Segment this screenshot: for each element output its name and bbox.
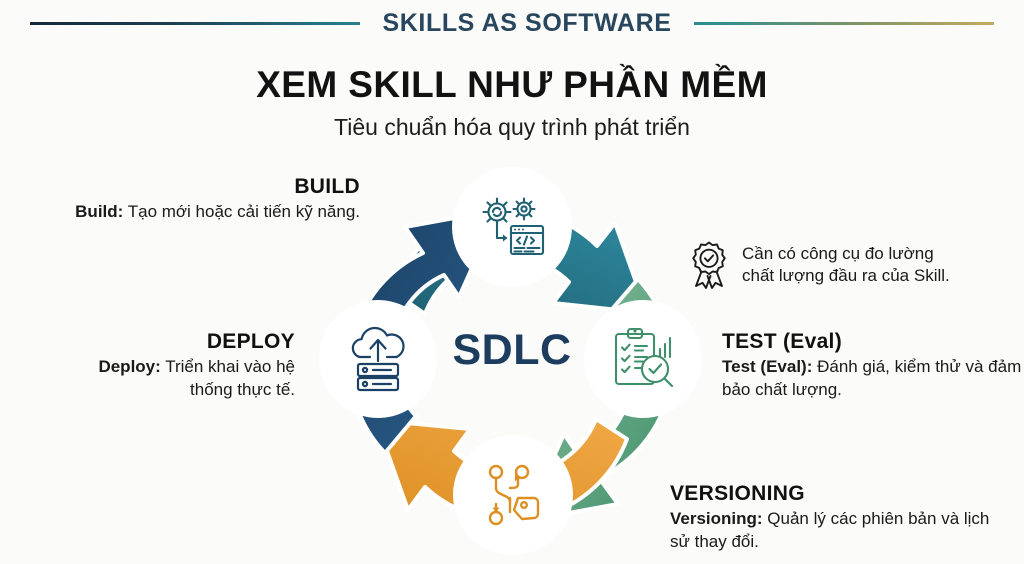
eyebrow-title: SKILLS AS SOFTWARE (382, 8, 672, 37)
stage-body-rest-deploy: Triển khai vào hệ thống thực tế. (160, 357, 295, 399)
stage-heading-test: TEST (Eval) (722, 330, 842, 353)
header-rule-left (30, 21, 361, 25)
stage-body-rest-versioning: Quản lý các phiên bản và lịch sử thay đổ… (670, 509, 990, 551)
award-badge-check-icon (686, 240, 732, 295)
stage-body-lead-test: Test (Eval): (722, 357, 813, 376)
page-title: XEM SKILL NHƯ PHẦN MỀM (256, 64, 768, 105)
measurement-note-text: Cần có công cụ đo lường chất lượng đầu r… (742, 240, 950, 288)
header-band: SKILLS AS SOFTWARE (0, 6, 1024, 40)
page-subtitle: Tiêu chuẩn hóa quy trình phát triển (334, 114, 690, 140)
measurement-note-line1: Cần có công cụ đo lường (742, 244, 934, 263)
sdlc-cycle-diagram: SDLC (297, 163, 727, 564)
stage-text-test: TEST (Eval) Test (Eval): Đánh giá, kiểm … (722, 330, 1022, 401)
stage-body-lead-versioning: Versioning: (670, 509, 763, 528)
stage-body-rest-build: Tạo mới hoặc cải tiến kỹ năng. (123, 202, 360, 221)
node-build[interactable] (452, 167, 572, 287)
stage-text-versioning: VERSIONING Versioning: Quản lý các phiên… (670, 482, 990, 553)
stage-body-test: Test (Eval): Đánh giá, kiểm thử và đảm b… (722, 356, 1022, 401)
stage-body-build: Build: Tạo mới hoặc cải tiến kỹ năng. (60, 201, 360, 224)
stage-body-rest-test: Đánh giá, kiểm thử và đảm bảo chất lượng… (722, 357, 1022, 399)
measurement-note-line2: chất lượng đầu ra của Skill. (742, 266, 950, 286)
stage-heading-build: BUILD (294, 175, 360, 198)
node-deploy[interactable] (319, 300, 437, 418)
measurement-note: Cần có công cụ đo lường chất lượng đầu r… (686, 240, 1006, 295)
cloud-upload-server-icon (343, 324, 413, 394)
stage-body-deploy: Deploy: Triển khai vào hệ thống thực tế. (60, 356, 295, 401)
stage-body-lead-build: Build: (75, 202, 124, 221)
clipboard-check-magnifier-icon (608, 324, 678, 394)
stage-text-deploy: DEPLOY Deploy: Triển khai vào hệ thống t… (60, 330, 295, 401)
stage-heading-versioning: VERSIONING (670, 482, 805, 505)
stage-body-lead-deploy: Deploy: (98, 357, 161, 376)
node-versioning[interactable] (453, 435, 573, 555)
node-test[interactable] (584, 300, 702, 418)
git-branch-tag-icon (478, 460, 548, 530)
header-rule-right (693, 21, 994, 25)
gears-code-icon (475, 190, 549, 264)
stage-heading-deploy: DEPLOY (206, 330, 295, 353)
stage-body-versioning: Versioning: Quản lý các phiên bản và lịc… (670, 508, 990, 553)
sdlc-center-label: SDLC (452, 326, 572, 374)
stage-text-build: BUILD Build: Tạo mới hoặc cải tiến kỹ nă… (60, 175, 360, 224)
